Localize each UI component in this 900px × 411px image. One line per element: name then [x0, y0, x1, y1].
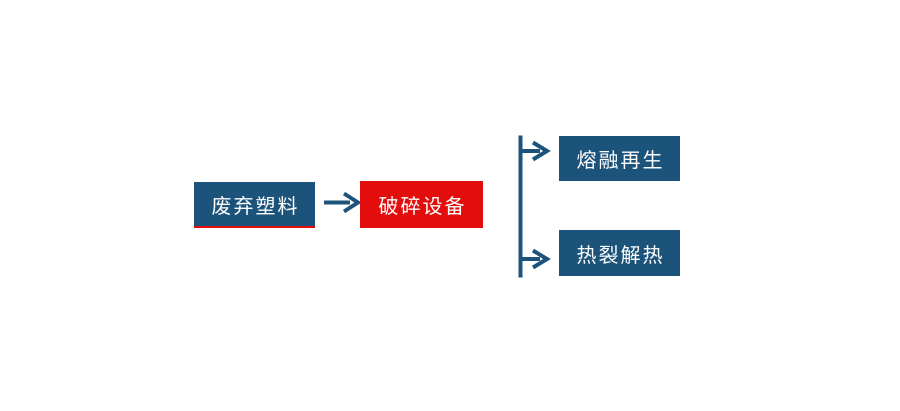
node-pyrolysis-heat: 热裂解热: [559, 230, 680, 276]
node-waste-plastic-label: 废弃塑料: [211, 195, 300, 218]
arrow-right-icon: [324, 191, 362, 214]
node-crushing-equipment-label: 破碎设备: [378, 196, 467, 218]
node-melt-regeneration: 熔融再生: [559, 136, 680, 181]
branch-connector: [518, 135, 551, 278]
branch-bottom-arrow-head: [531, 248, 551, 270]
arrow-head: [342, 191, 362, 214]
node-melt-regeneration-label: 熔融再生: [576, 150, 665, 172]
branch-top-arrow-head: [531, 140, 551, 162]
node-waste-plastic: 废弃塑料: [194, 182, 315, 228]
node-crushing-equipment: 破碎设备: [360, 181, 483, 228]
node-pyrolysis-heat-label: 热裂解热: [576, 244, 665, 267]
